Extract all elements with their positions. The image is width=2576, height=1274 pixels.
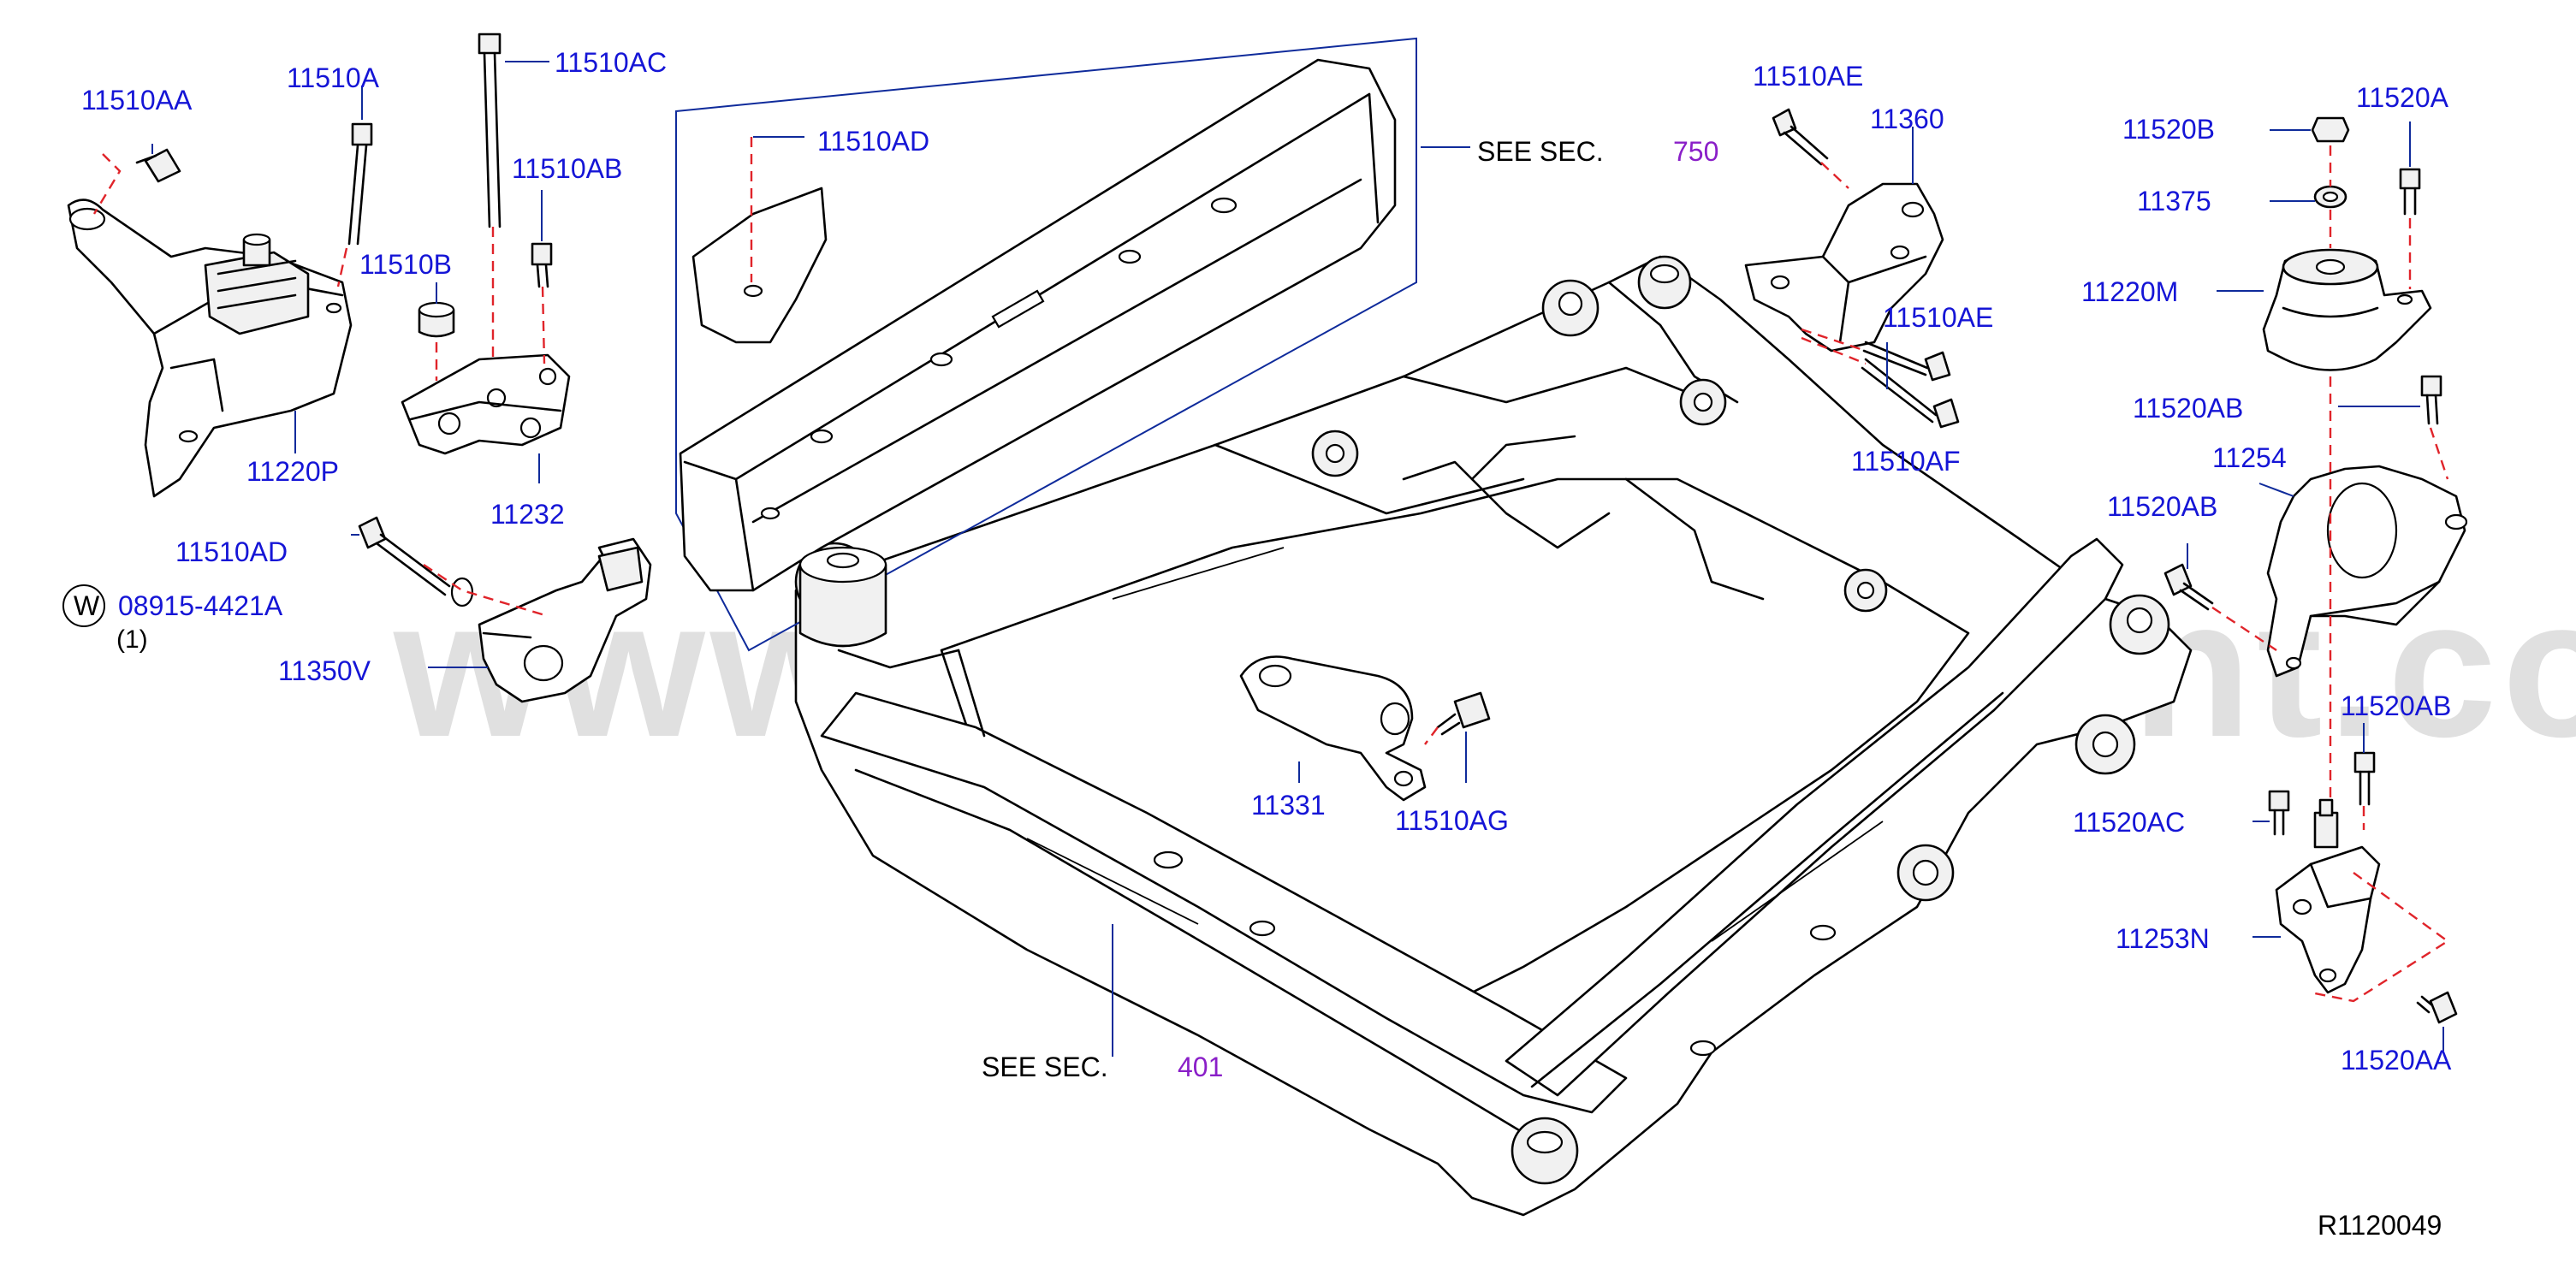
label-11232: 11232 (490, 499, 565, 530)
label-11510ag: 11510AG (1395, 805, 1509, 836)
label-11510af: 11510AF (1851, 446, 1961, 477)
bracket-11254 (2163, 375, 2468, 806)
label-11520ab-2: 11520AB (2107, 491, 2217, 522)
label-11254: 11254 (2212, 442, 2287, 473)
washer-symbol: W (74, 590, 100, 621)
label-11520aa-right: 11520AA (2341, 1045, 2452, 1075)
bracket-11350v (358, 516, 652, 703)
see-sec-750-label: SEE SEC. (1477, 136, 1604, 167)
label-11510ab-left: 11510AB (512, 153, 622, 184)
label-11520a: 11520A (2356, 82, 2449, 113)
label-11520b: 11520B (2122, 114, 2215, 145)
label-11220p: 11220P (246, 456, 339, 487)
see-sec-401-label: SEE SEC. (982, 1052, 1108, 1082)
label-11510aa-left: 11510AA (81, 85, 193, 116)
label-11253n: 11253N (2116, 923, 2210, 954)
label-11510a: 11510A (287, 62, 380, 93)
label-11350v: 11350V (278, 655, 371, 686)
see-sec-750-number: 750 (1673, 136, 1718, 167)
label-11520ac: 11520AC (2073, 807, 2185, 838)
bracket-11253n (2268, 790, 2458, 1024)
label-11510ae-mid: 11510AE (1883, 302, 1993, 333)
torque-rod-11331 (1239, 655, 1491, 802)
cap-11510b (418, 301, 455, 338)
label-11510ad-center: 11510AD (817, 126, 929, 157)
washer-callout: W 08915-4421A (1) (62, 584, 283, 654)
label-washer-part: 08915-4421A (118, 590, 283, 621)
leader-lines (151, 39, 2444, 1057)
section-750-callout (675, 37, 1417, 652)
label-11510b: 11510B (359, 249, 452, 280)
label-11510ae-top: 11510AE (1753, 61, 1863, 92)
label-11375: 11375 (2137, 186, 2211, 216)
bracket-11360 (1744, 108, 1960, 429)
label-11360: 11360 (1870, 104, 1944, 134)
diagram-id: R1120049 (2318, 1210, 2442, 1241)
engine-mount-11220p (67, 199, 353, 498)
label-washer-qty: (1) (116, 625, 148, 654)
label-11510ac: 11510AC (555, 47, 667, 78)
label-11520ab-3: 11520AB (2341, 690, 2451, 721)
part-labels: 11510AA 11510A 11510AC 11510AB 11510B 11… (81, 47, 2452, 1075)
front-suspension-member (794, 255, 2193, 1217)
label-11510ad-left: 11510AD (175, 536, 288, 567)
see-sec-401-number: 401 (1178, 1052, 1223, 1082)
guide-lines (92, 137, 2450, 1003)
label-11220m: 11220M (2081, 276, 2178, 307)
bolts-left-group (135, 33, 553, 288)
section-references: SEE SEC. 750 SEE SEC. 401 (982, 136, 1718, 1082)
label-11520ab-1: 11520AB (2133, 393, 2243, 424)
bracket-11232 (401, 353, 571, 455)
engine-mount-11220m (2262, 116, 2432, 371)
label-11331: 11331 (1251, 790, 1326, 821)
